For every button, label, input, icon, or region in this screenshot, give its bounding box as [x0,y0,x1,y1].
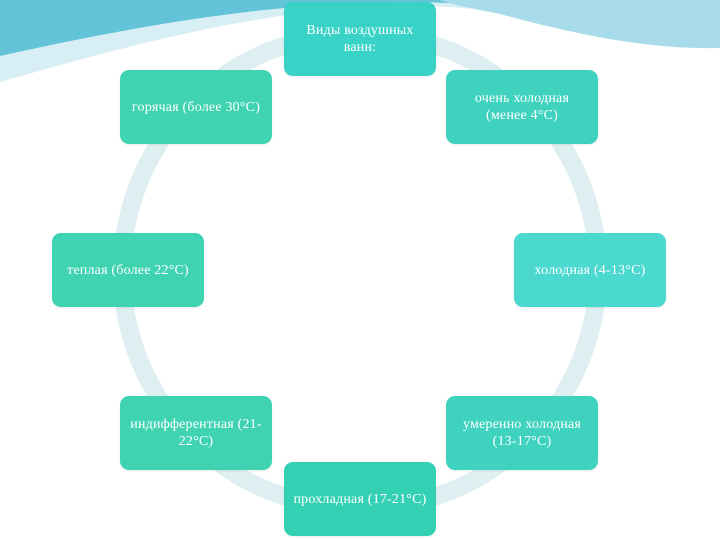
node-very-cold: очень холодная (менее 4°С) [446,70,598,144]
node-indifferent: индифферентная (21-22°С) [120,396,272,470]
node-very-cold-label: очень холодная (менее 4°С) [474,91,570,123]
node-air-bath-types: Виды воздушных ванн: [284,2,436,76]
node-cold-label: холодная (4-13°С) [534,262,646,278]
node-cool-label: прохладная (17-21°С) [293,491,427,507]
node-warm: теплая (более 22°С) [52,233,204,307]
node-hot: горячая (более 30°С) [120,70,272,144]
node-hot-label: горячая (более 30°С) [131,99,261,115]
node-cold: холодная (4-13°С) [514,233,666,307]
node-cool: прохладная (17-21°С) [284,462,436,536]
header-wave-right [440,0,720,49]
node-moderately-cold-label: умеренно холодная (13-17°С) [462,417,582,449]
node-air-bath-types-label: Виды воздушных ванн: [306,23,414,55]
header-wave-dark [0,0,720,56]
node-indifferent-label: индифферентная (21-22°С) [130,417,262,449]
node-moderately-cold: умеренно холодная (13-17°С) [446,396,598,470]
node-warm-label: теплая (более 22°С) [67,262,189,278]
